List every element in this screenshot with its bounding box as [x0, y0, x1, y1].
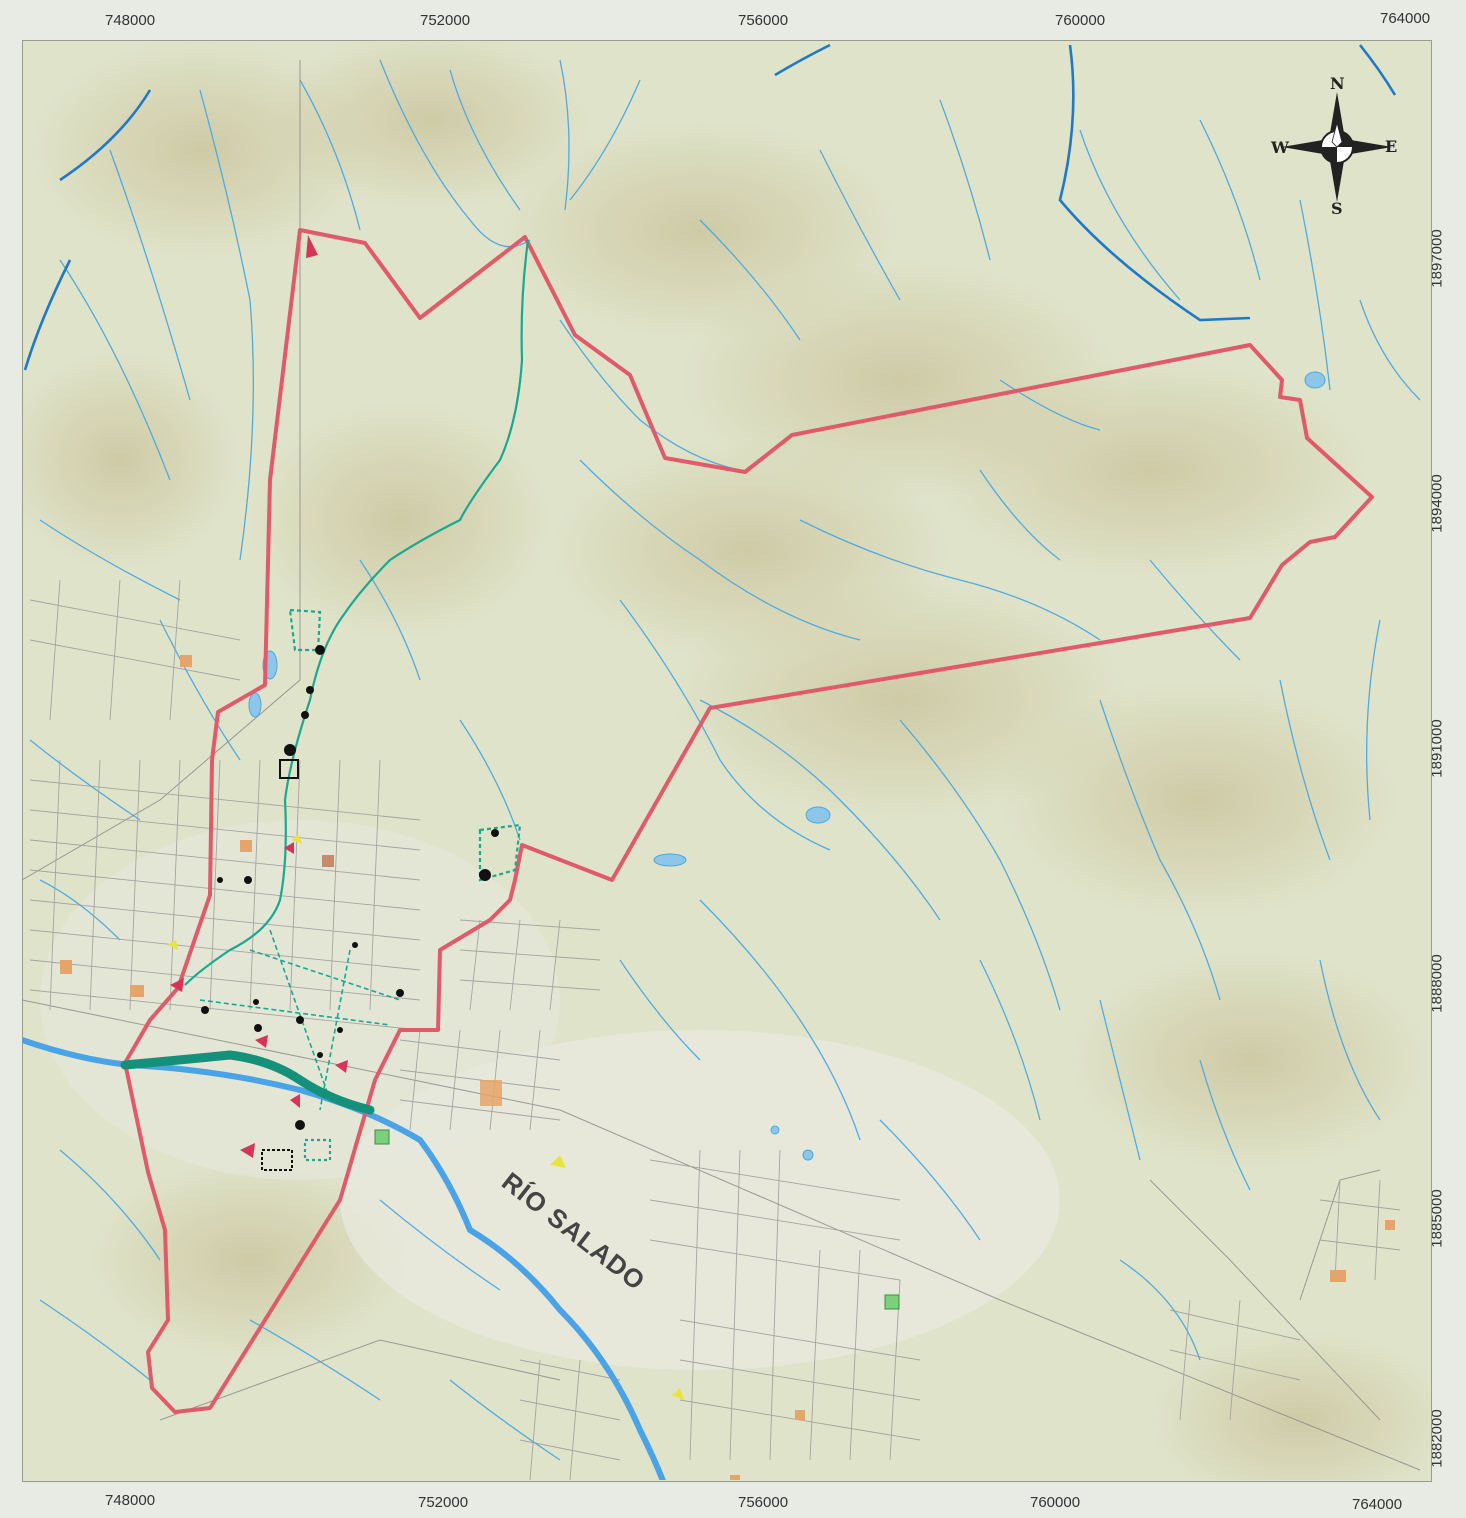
- main-river-rio-salado: [22, 1037, 666, 1480]
- x-tick-bottom-760000: 760000: [1030, 1494, 1081, 1511]
- x-tick-bottom-756000: 756000: [738, 1494, 789, 1511]
- x-tick-top-756000: 756000: [738, 12, 789, 29]
- compass-e: E: [1385, 137, 1397, 156]
- x-tick-top-764000: 764000: [1380, 10, 1431, 27]
- drawn-route: [184, 239, 530, 1162]
- x-tick-top-752000: 752000: [420, 12, 471, 29]
- x-tick-top-760000: 760000: [1055, 12, 1106, 29]
- terrain-shading: [22, 40, 1430, 1480]
- road-network: [22, 60, 1421, 1480]
- compass-n: N: [1330, 74, 1345, 93]
- x-tick-bottom-764000: 764000: [1352, 1496, 1403, 1513]
- compass-s: S: [1331, 199, 1343, 218]
- x-tick-bottom-752000: 752000: [418, 1494, 469, 1511]
- stream-network: [29, 59, 1421, 1461]
- drawn-river-corridor: [120, 1050, 375, 1115]
- compass-rose: N S E W: [1270, 74, 1397, 218]
- marker-points: [201, 645, 499, 1171]
- triangle-markers: [170, 235, 348, 1158]
- urban-blocks: [60, 655, 1395, 1480]
- compass-w: W: [1270, 138, 1290, 157]
- x-tick-bottom-748000: 748000: [105, 1492, 156, 1509]
- major-streams: [23, 43, 1397, 371]
- x-tick-top-748000: 748000: [105, 12, 156, 29]
- study-area-outline: [123, 228, 1374, 1414]
